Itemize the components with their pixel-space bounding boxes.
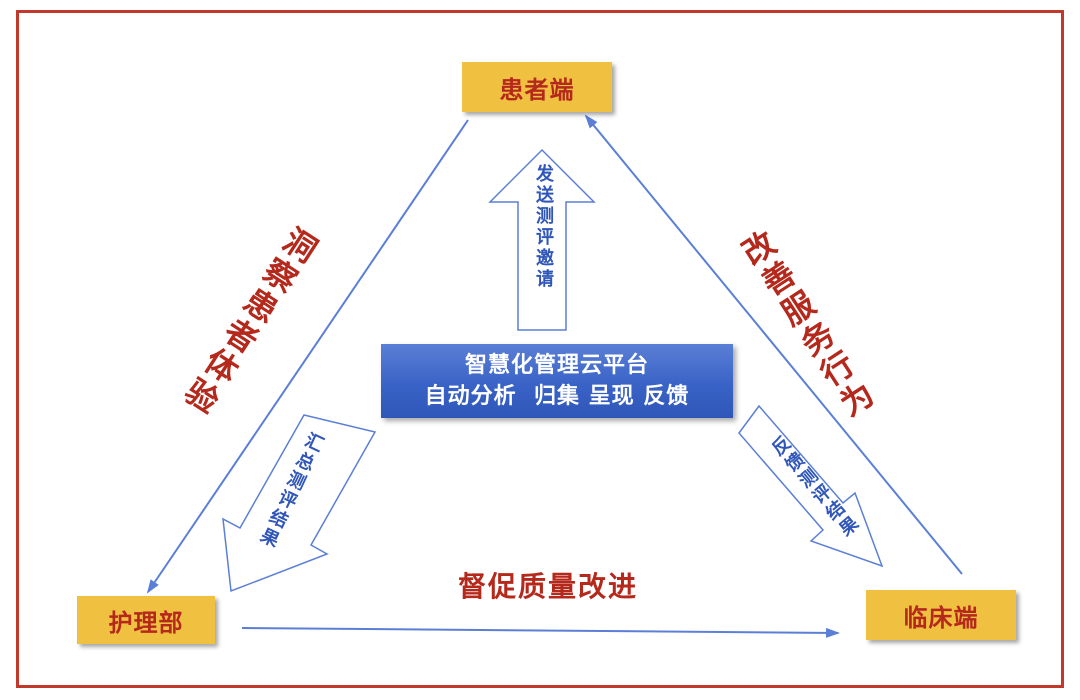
block-arrow-up [488,148,596,331]
center-platform: 智慧化管理云平台 自动分析 归集 呈现 反馈 [381,344,733,418]
block-arrow-to-clinical [738,404,884,568]
node-nursing: 护理部 [77,596,215,644]
block-arrow-to-nursing [222,414,377,593]
node-patient: 患者端 [462,62,612,112]
edge-patient-to-nursing [146,119,469,594]
edge-nursing-to-clinical [241,627,840,638]
edge-label-quality-improvement: 督促质量改进 [458,570,639,603]
edge-clinical-to-patient [584,114,963,575]
node-clinical: 临床端 [866,590,1016,640]
arrow-label-send-invite: 发送测评邀请 [533,164,554,290]
center-platform-subtitle: 自动分析 归集 呈现 反馈 [424,384,690,409]
center-platform-title: 智慧化管理云平台 [464,353,649,378]
